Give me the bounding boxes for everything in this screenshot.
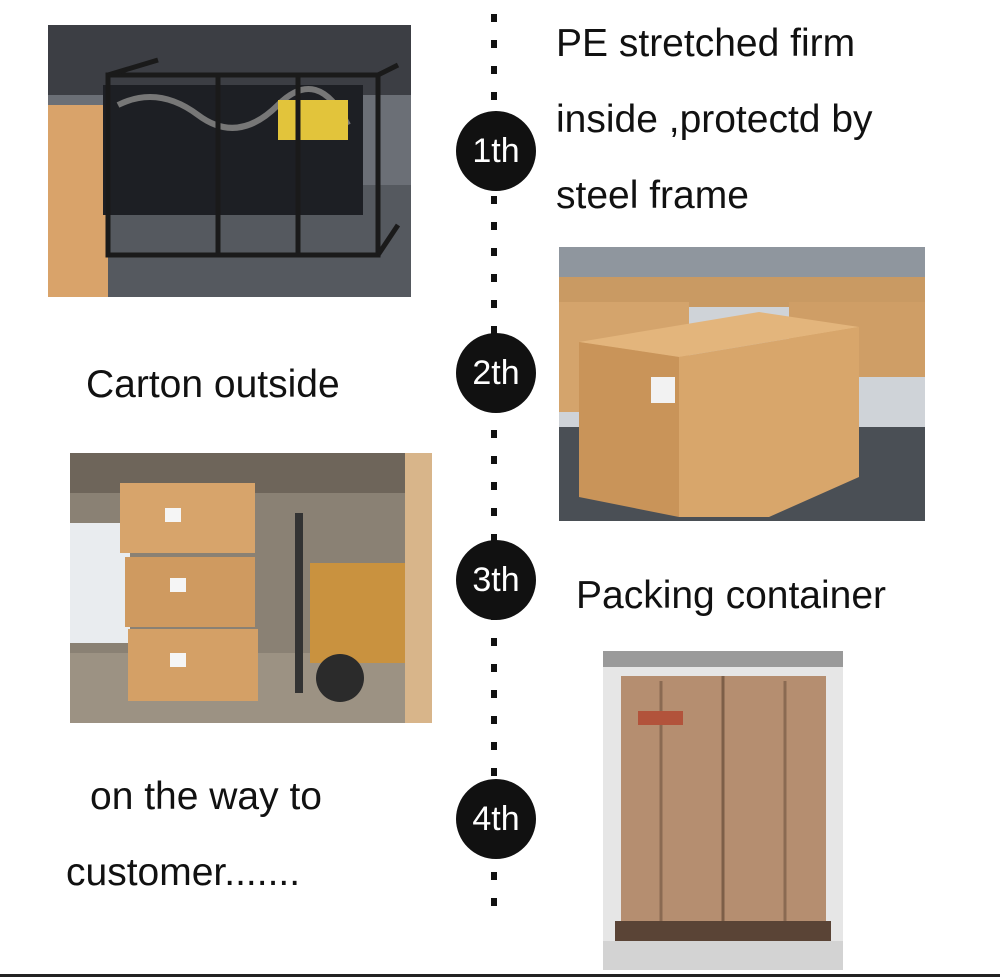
carton-warehouse-photo — [559, 247, 925, 521]
step-badge-3: 3th — [456, 540, 536, 620]
step-2-line-1: Carton outside — [86, 363, 340, 406]
timeline-dotted-line — [491, 14, 497, 919]
step-1-line-2: inside ,protectd by — [556, 98, 873, 142]
step-2-text: Carton outside — [86, 347, 340, 423]
forklift-loading-photo — [70, 453, 432, 723]
step-3-text: Packing container — [576, 558, 886, 634]
step-1-line-1: PE stretched firm — [556, 22, 856, 65]
step-4-line-2: customer....... — [66, 851, 301, 895]
step-1-text: PE stretched firm inside ,protectd by st… — [556, 6, 873, 234]
step-3-line-1: Packing container — [576, 574, 887, 617]
step-1-line-3: steel frame — [556, 174, 749, 218]
bottom-border — [0, 974, 1000, 977]
step-badge-1: 1th — [456, 111, 536, 191]
step-4-text: on the way to customer....... — [66, 759, 322, 911]
steel-frame-photo — [48, 25, 411, 297]
step-4-line-1: on the way to — [90, 775, 322, 818]
shipping-container-photo — [603, 651, 843, 970]
step-badge-4: 4th — [456, 779, 536, 859]
step-badge-2: 2th — [456, 333, 536, 413]
